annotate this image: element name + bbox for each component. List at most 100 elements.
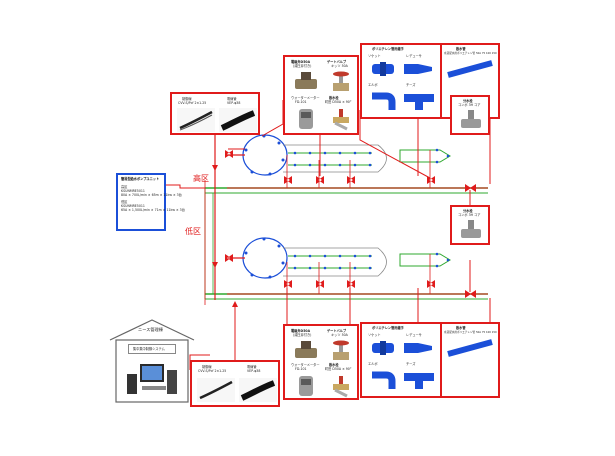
control-cable-spec-b: CVV-S/Pcf 2×1.25: [198, 369, 227, 373]
pipe-label: 散水管: [456, 47, 466, 51]
fittings-callout-bottom: ポリエチレン管用継手 ソケット レデューサ エルボ チーズ 散水管 水道配水用ポ…: [360, 322, 500, 398]
branch-model: コンポ 3H コア: [458, 103, 481, 107]
gate-valve-image-b: [329, 339, 353, 363]
solenoid-valve-image: [293, 71, 319, 93]
elbow-label-b: エルボ: [368, 362, 378, 366]
solenoid-label-b: 電磁弁D50A: [291, 329, 311, 333]
pipe-image: [444, 59, 496, 79]
low-sprinkler-heads: [244, 237, 450, 279]
control-cable-label-b: 制御線: [202, 365, 212, 369]
fittings-group-b: ポリエチレン管用継手 ソケット レデューサ エルボ チーズ: [362, 324, 442, 396]
conduit-label: 電線管: [227, 97, 237, 101]
tee-image: [402, 90, 436, 112]
transmitter-label-b: ウォーターメーター: [291, 363, 320, 367]
valve-symbols: [225, 150, 476, 298]
gate-valve-image: [329, 70, 353, 94]
control-cable-label: 制御線: [182, 97, 192, 101]
cable-callout-top: 制御線 CVV-S/Pcf 2×1.25 電線管 VEP-φ38: [170, 92, 260, 135]
pump-low-model: KSUNMRE5011: [121, 204, 145, 208]
high-field-green: [399, 149, 451, 163]
conduit-label-b: 電線管: [247, 365, 257, 369]
solenoid-sub-b: (減圧弁付き): [293, 333, 312, 337]
pipe-spec-b: 水道配水用ポリエチレン管 50A 75 100 150: [444, 331, 497, 334]
conduit-spec-b: VEP-φ38: [247, 369, 261, 373]
branch-image-b: [458, 218, 484, 242]
transmitter-model: FD-101: [295, 100, 307, 104]
tee-image-b: [402, 369, 436, 391]
gate-valve-label: ゲートバルブ: [327, 60, 347, 64]
elbow-image: [368, 90, 398, 112]
gate-valve-label-b: ゲートバルブ: [327, 329, 347, 333]
conduit-image: [219, 108, 257, 132]
branch-callout-bottom: 分水栓 コンポ 3H コア: [450, 205, 490, 245]
tee-label: チーズ: [406, 83, 416, 87]
fittings-title-b: ポリエチレン管用継手: [372, 326, 404, 330]
pump-low-label: 低区: [121, 200, 128, 204]
valve-callout-bottom: 電磁弁D50A (減圧弁付き) ゲートバルブ キッツ 50A ウォーターメーター…: [283, 324, 359, 400]
reducer-image: [402, 61, 436, 77]
socket-image: [368, 61, 398, 77]
pipe-spec: 水道配水用ポリエチレン管 50A 75 100 150: [444, 52, 497, 55]
elbow-image-b: [368, 369, 398, 391]
socket-label: ソケット: [368, 54, 381, 58]
control-cable-spec: CVV-S/Pcf 2×1.25: [178, 101, 207, 105]
pump-unit-box: 簡易型給水ポンプユニット 高区 KSUNMRE5011 80A × 700L/m…: [116, 173, 185, 231]
high-loop-ring: [242, 134, 288, 176]
strainer-image-b: [329, 374, 353, 398]
pump-low-spec: 65A × 1,500L/min × 71m × 11kw × 3台: [121, 208, 185, 212]
pump-high-label: 高区: [121, 185, 128, 189]
socket-image-b: [368, 340, 398, 356]
fittings-group: ポリエチレン管用継手 ソケット レデューサ エルボ チーズ: [362, 45, 442, 117]
zone-label-low: 低区: [185, 227, 201, 236]
branch-model-b: コンポ 3H コア: [458, 213, 481, 217]
transmitter-model-b: FD-101: [295, 367, 307, 371]
branch-callout-top: 分水栓 コンポ 3H コア: [450, 95, 490, 135]
fittings-title: ポリエチレン管用継手: [372, 47, 404, 51]
high-field-outline: [283, 144, 387, 173]
solenoid-valve-image-b: [293, 340, 319, 362]
low-field-outline: [283, 247, 387, 277]
reducer-label-b: レデューサ: [406, 333, 422, 337]
branch-image: [458, 108, 484, 132]
socket-label-b: ソケット: [368, 333, 381, 337]
strainer-spec-b: 町田 D50A × 90°: [325, 367, 352, 371]
transmitter-image: [296, 107, 316, 131]
tee-label-b: チーズ: [406, 362, 416, 366]
transmitter-label: ウォーターメーター: [291, 96, 320, 100]
pump-unit-title: 簡易型給水ポンプユニット: [121, 177, 160, 181]
pipe-label-b: 散水管: [456, 326, 466, 330]
zone-label-high: 高区: [193, 174, 209, 183]
control-cable-image-b: [197, 378, 235, 402]
low-loop-ring: [242, 237, 288, 279]
valve-callout-top: 電磁弁D50A (減圧弁付き) ゲートバルブ キッツ 50A ウォーターメーター…: [283, 55, 359, 135]
high-sprinkler-heads: [244, 134, 450, 176]
transmitter-image-b: [296, 374, 316, 398]
branch-label-b: 分水栓: [463, 209, 473, 213]
cable-callout-bottom: 制御線 CVV-S/Pcf 2×1.25 電線管 VEP-φ38: [190, 360, 280, 407]
system-label: 集中集中制御システム: [133, 347, 165, 351]
control-center: ニース管理棟 集中集中制御システム: [108, 318, 196, 404]
gate-valve-size-b: キッツ 50A: [331, 333, 348, 337]
strainer-spec: 町田 D50A × 90°: [325, 100, 352, 104]
gate-valve-size: キッツ 50A: [331, 64, 348, 68]
pipe-image-b: [444, 338, 496, 358]
system-label-box: 集中集中制御システム: [128, 344, 176, 354]
branch-label: 分水栓: [463, 99, 473, 103]
conduit-image-b: [239, 378, 277, 402]
low-field-green: [399, 253, 451, 267]
control-cable-image: [177, 108, 215, 132]
strainer-label: 散水栓: [329, 96, 339, 100]
reducer-label: レデューサ: [406, 54, 422, 58]
center-label: ニース管理棟: [138, 327, 163, 332]
elbow-label: エルボ: [368, 83, 378, 87]
strainer-image: [329, 107, 353, 131]
reducer-image-b: [402, 340, 436, 356]
solenoid-label: 電磁弁D50A: [291, 60, 311, 64]
flow-arrows: [212, 165, 238, 307]
pump-high-spec: 80A × 700L/min × 65m × 11kw × 3台: [121, 193, 182, 197]
solenoid-sub: (減圧弁付き): [293, 64, 312, 68]
strainer-label-b: 散水栓: [329, 363, 339, 367]
conduit-spec: VEP-φ38: [227, 101, 241, 105]
computer-image: [124, 360, 182, 398]
